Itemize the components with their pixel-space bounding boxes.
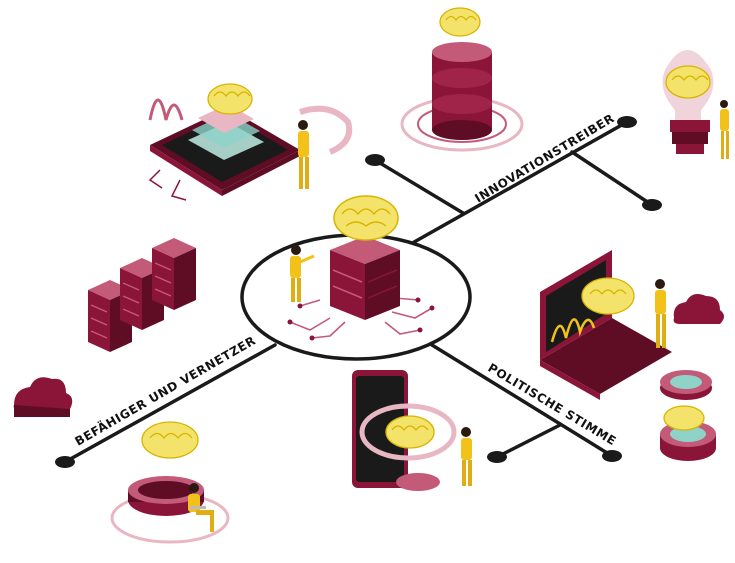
data-disc-stack — [660, 370, 716, 461]
brain-icon — [333, 195, 399, 241]
line-innovation — [398, 120, 629, 252]
brain-icon — [385, 415, 435, 449]
connector-lines — [63, 120, 654, 464]
person-icon — [461, 427, 472, 486]
cloud-icon — [673, 294, 724, 324]
endpoint-dot — [617, 116, 637, 128]
brain-icon — [663, 405, 705, 431]
server-racks-illustration — [88, 238, 196, 352]
person-icon — [655, 279, 666, 348]
central-hub — [240, 195, 472, 361]
endpoint-dot — [602, 450, 622, 462]
phone-illustration — [352, 370, 472, 491]
tablet-layers-illustration — [148, 83, 353, 201]
brain-icon — [581, 277, 635, 315]
central-server-icon — [330, 236, 400, 320]
person-icon — [298, 120, 309, 189]
line-politics — [430, 343, 614, 458]
endpoint-dot — [642, 199, 662, 211]
brain-icon — [439, 7, 481, 37]
endpoint-dot — [487, 451, 507, 463]
person-icon — [188, 483, 214, 532]
endpoint-dot — [55, 456, 75, 468]
cloud-icon — [13, 377, 73, 417]
person-icon — [720, 100, 729, 159]
connector-endpoints — [55, 116, 662, 468]
line-politics-branch — [495, 423, 562, 459]
line-innovation-branch-top — [373, 158, 465, 215]
brain-icon — [665, 65, 711, 99]
laptop-illustration — [540, 250, 672, 400]
database-illustration — [400, 7, 524, 152]
person-icon — [290, 245, 315, 302]
line-innovation-branch-bottom — [570, 150, 654, 207]
line-enabler — [63, 343, 277, 464]
label-innovation: INNOVATIONSTREIBER — [472, 111, 617, 206]
brain-icon — [141, 421, 199, 459]
endpoint-dot — [365, 154, 385, 166]
brain-icon — [207, 83, 253, 115]
lightbulb-illustration — [662, 50, 729, 159]
platform-illustration — [110, 421, 230, 544]
